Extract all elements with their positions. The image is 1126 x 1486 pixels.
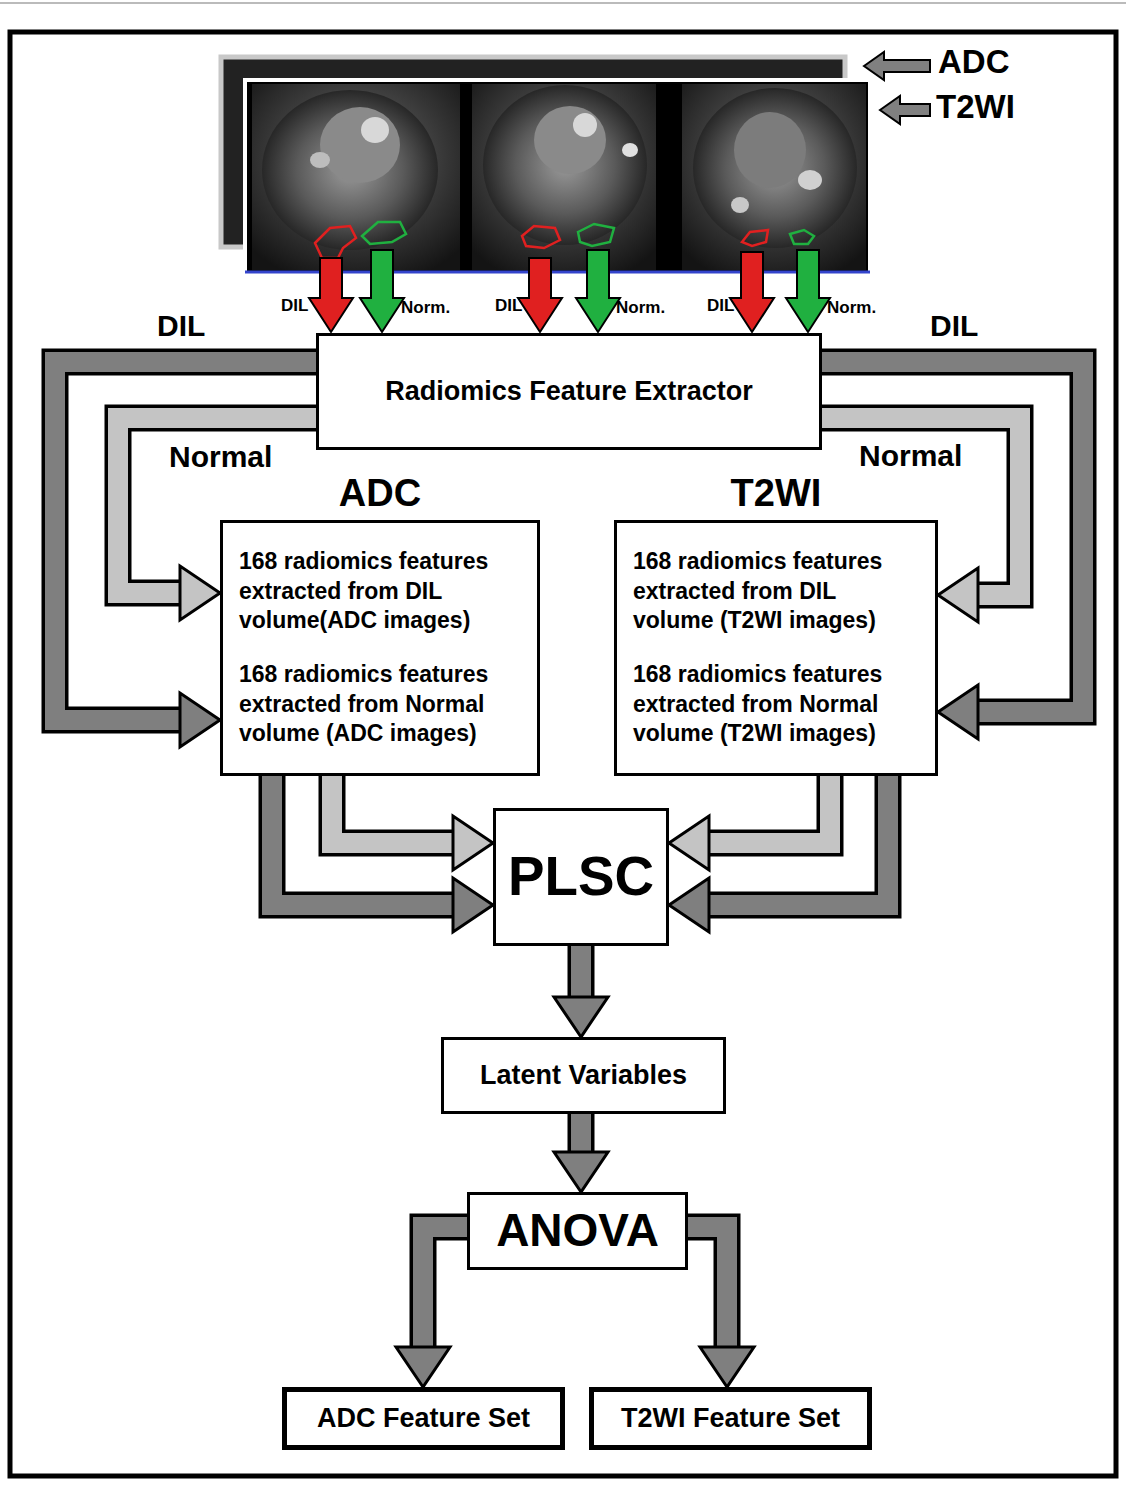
sequence-label: ADC <box>938 45 1010 78</box>
flow-arrow <box>669 776 830 870</box>
roi-label: Norm. <box>827 299 876 316</box>
feature-text: 168 radiomics features extracted from No… <box>239 660 523 750</box>
box-label: T2WI Feature Set <box>621 1401 840 1436</box>
extractor-box: Radiomics Feature Extractor <box>316 333 822 450</box>
sequence-label: T2WI <box>936 90 1015 123</box>
edge-label: DIL <box>155 310 207 342</box>
output-box: ADC Feature Set <box>282 1387 565 1450</box>
edge-label: DIL <box>928 310 980 342</box>
box-heading: T2WI <box>617 473 935 515</box>
flow-arrow <box>554 946 608 1037</box>
box-label: ANOVA <box>496 1201 659 1261</box>
box-label: Radiomics Feature Extractor <box>385 374 753 409</box>
flow-arrow <box>332 776 493 870</box>
process-box: Latent Variables <box>441 1037 726 1114</box>
process-box: ANOVA <box>467 1192 688 1270</box>
flow-arrow <box>554 1114 608 1192</box>
feature-box: T2WI168 radiomics features extracted fro… <box>614 520 938 776</box>
mri-panels <box>245 84 870 272</box>
roi-label: Norm. <box>401 299 450 316</box>
process-box: PLSC <box>493 808 669 946</box>
feature-box: ADC168 radiomics features extracted from… <box>220 520 540 776</box>
output-box: T2WI Feature Set <box>589 1387 872 1450</box>
feature-text: 168 radiomics features extracted from DI… <box>633 547 921 637</box>
edge-label: Normal <box>167 441 274 473</box>
outer-frame <box>10 32 1116 1476</box>
flow-arrow <box>272 776 493 932</box>
box-heading: ADC <box>223 473 537 515</box>
top-rule <box>0 2 1126 4</box>
t2wi-image-stack <box>245 80 870 273</box>
roi-label: Norm. <box>616 299 665 316</box>
stack-pointer-arrows <box>864 52 930 124</box>
flow-arrow <box>669 776 888 932</box>
roi-label: DIL <box>281 297 308 314</box>
roi-arrows <box>309 250 830 332</box>
box-label: PLSC <box>508 841 654 912</box>
edge-label: Normal <box>857 440 964 472</box>
flow-arrow <box>688 1227 754 1387</box>
roi-label: DIL <box>495 297 522 314</box>
feature-text: 168 radiomics features extracted from DI… <box>239 547 523 637</box>
box-label: ADC Feature Set <box>317 1401 530 1436</box>
feature-text: 168 radiomics features extracted from No… <box>633 660 921 750</box>
roi-label: DIL <box>707 297 734 314</box>
box-label: Latent Variables <box>480 1058 687 1093</box>
flow-arrow <box>396 1227 467 1387</box>
